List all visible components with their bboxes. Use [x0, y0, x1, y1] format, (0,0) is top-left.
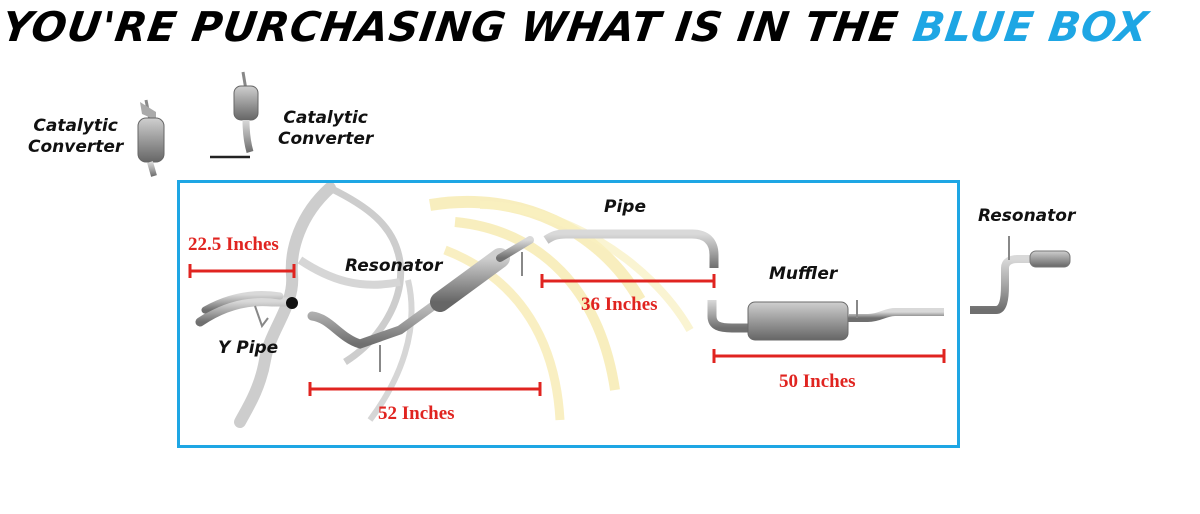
blue-purchase-box	[177, 180, 960, 448]
y-pipe-part	[195, 291, 298, 329]
muffler-part	[707, 300, 944, 341]
measure-bar-y-pipe	[188, 264, 296, 278]
resonator-part	[307, 236, 534, 372]
measure-bar-resonator	[308, 382, 542, 396]
horse-head-icon	[234, 182, 694, 428]
measure-bar-muffler	[712, 349, 946, 363]
label-resonator-outside: Resonator	[978, 206, 1076, 226]
catalytic-converter-left	[137, 99, 165, 177]
measure-label-resonator: 52 Inches	[378, 403, 455, 424]
measure-label-muffler: 50 Inches	[779, 371, 856, 392]
label-muffler: Muffler	[769, 264, 838, 284]
measure-label-y-pipe: 22.5 Inches	[188, 234, 279, 255]
label-pipe: Pipe	[604, 197, 646, 217]
label-catalytic-converter-right: Catalytic Converter	[278, 108, 374, 149]
label-y-pipe: Y Pipe	[218, 338, 279, 358]
catalytic-converter-right	[210, 71, 259, 159]
measure-label-pipe: 36 Inches	[581, 294, 658, 315]
label-catalytic-converter-left: Catalytic Converter	[28, 116, 124, 157]
measure-bar-pipe	[540, 274, 716, 288]
label-resonator: Resonator	[345, 256, 443, 276]
pipe-part	[543, 229, 719, 268]
resonator-outside	[970, 236, 1098, 314]
